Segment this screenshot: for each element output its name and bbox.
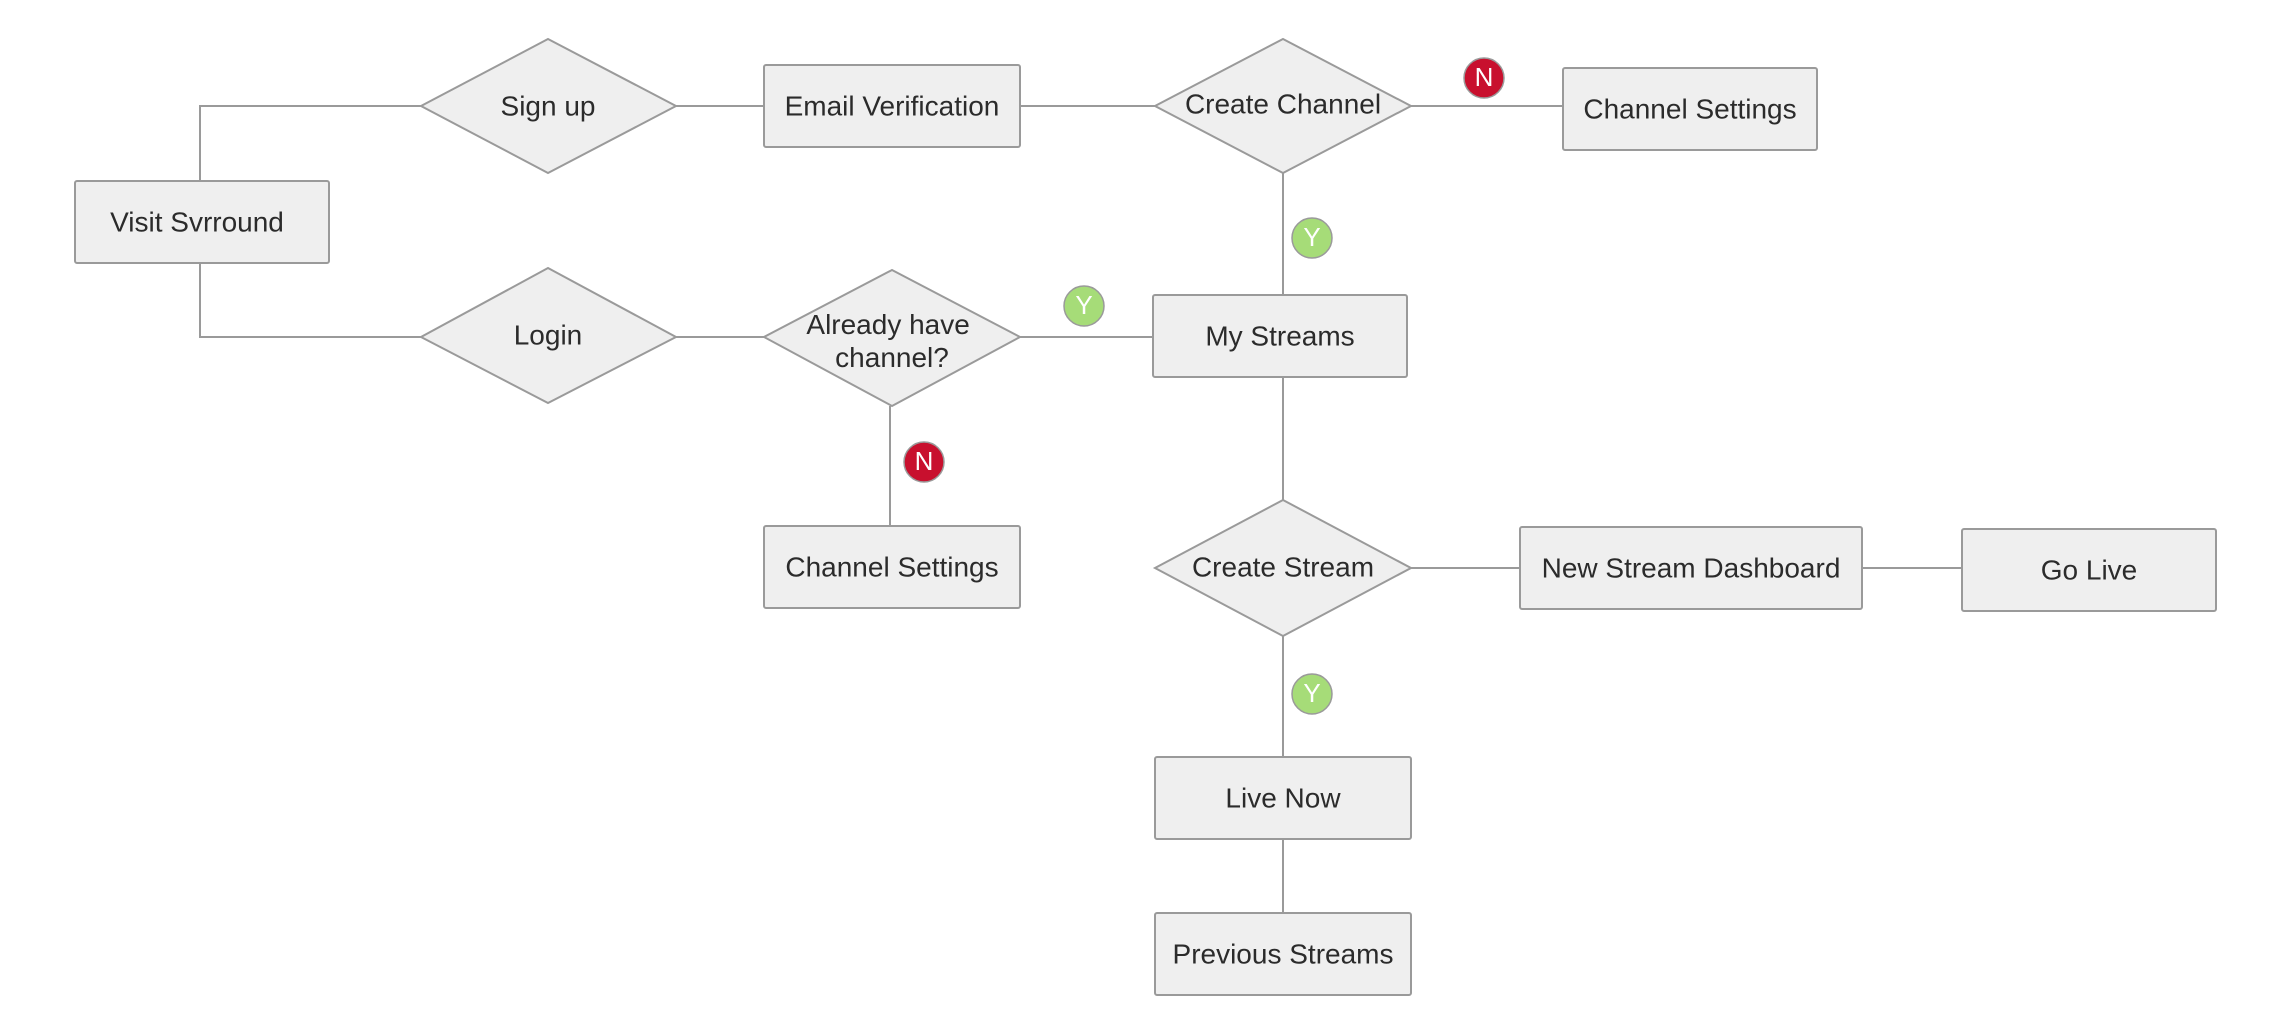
node-email-verification[interactable]: Email Verification bbox=[763, 64, 1021, 148]
node-already-have-channel-label: Already have channel? bbox=[806, 309, 977, 373]
badge-create-channel-no-label: N bbox=[1475, 62, 1494, 92]
node-login-label: Login bbox=[514, 319, 583, 350]
node-channel-settings-bottom-label: Channel Settings bbox=[785, 551, 998, 582]
node-create-channel[interactable]: Create Channel bbox=[1152, 37, 1414, 175]
node-sign-up-diamond bbox=[418, 37, 679, 175]
badge-already-have-no-circle bbox=[903, 441, 945, 483]
node-create-stream[interactable]: Create Stream bbox=[1152, 498, 1414, 638]
node-new-stream-dashboard[interactable]: New Stream Dashboard bbox=[1519, 526, 1863, 610]
node-previous-streams[interactable]: Previous Streams bbox=[1154, 912, 1412, 996]
node-already-have-channel-diamond bbox=[761, 268, 1023, 408]
node-email-verification-box bbox=[763, 64, 1021, 148]
node-sign-up[interactable]: Sign up bbox=[418, 37, 679, 175]
node-channel-settings-bottom-box bbox=[763, 525, 1021, 609]
badge-already-have-no-label: N bbox=[915, 446, 934, 476]
node-live-now-label: Live Now bbox=[1225, 782, 1341, 813]
node-create-channel-label: Create Channel bbox=[1185, 88, 1381, 119]
badge-create-channel-yes-circle bbox=[1291, 217, 1333, 259]
badge-create-channel-no-circle bbox=[1463, 57, 1505, 99]
badge-already-have-no: N bbox=[903, 441, 945, 483]
badge-create-stream-yes: Y bbox=[1291, 673, 1333, 715]
node-login-diamond bbox=[418, 266, 679, 405]
node-channel-settings-top[interactable]: Channel Settings bbox=[1562, 67, 1818, 151]
connector-visit-signup bbox=[199, 105, 421, 181]
node-channel-settings-top-box bbox=[1562, 67, 1818, 151]
node-go-live[interactable]: Go Live bbox=[1961, 528, 2217, 612]
node-visit-svrround[interactable]: Visit Svrround bbox=[74, 180, 330, 264]
node-visit-svrround-box bbox=[74, 180, 330, 264]
node-new-stream-dashboard-box bbox=[1519, 526, 1863, 610]
node-go-live-box bbox=[1961, 528, 2217, 612]
node-email-verification-label: Email Verification bbox=[785, 90, 1000, 121]
node-new-stream-dashboard-label: New Stream Dashboard bbox=[1542, 552, 1841, 583]
node-login[interactable]: Login bbox=[418, 266, 679, 405]
node-previous-streams-label: Previous Streams bbox=[1173, 938, 1394, 969]
badge-already-have-yes-circle bbox=[1063, 285, 1105, 327]
node-create-stream-label: Create Stream bbox=[1192, 551, 1374, 582]
node-go-live-label: Go Live bbox=[2041, 554, 2138, 585]
connector-visit-login bbox=[199, 263, 421, 338]
badge-create-channel-no: N bbox=[1463, 57, 1505, 99]
node-my-streams-box bbox=[1152, 294, 1408, 378]
node-channel-settings-bottom[interactable]: Channel Settings bbox=[763, 525, 1021, 609]
node-live-now[interactable]: Live Now bbox=[1154, 756, 1412, 840]
node-create-stream-diamond bbox=[1152, 498, 1414, 638]
badge-already-have-yes: Y bbox=[1063, 285, 1105, 327]
node-already-have-channel-line1: Already have bbox=[806, 309, 969, 340]
node-my-streams-label: My Streams bbox=[1205, 320, 1354, 351]
node-visit-svrround-label: Visit Svrround bbox=[110, 206, 284, 237]
badge-create-channel-yes-label: Y bbox=[1303, 222, 1320, 252]
node-create-channel-diamond bbox=[1152, 37, 1414, 175]
node-sign-up-label: Sign up bbox=[501, 90, 596, 121]
badge-create-stream-yes-circle bbox=[1291, 673, 1333, 715]
node-channel-settings-top-label: Channel Settings bbox=[1583, 93, 1796, 124]
badge-create-channel-yes: Y bbox=[1291, 217, 1333, 259]
node-already-have-channel-line2: channel? bbox=[835, 342, 949, 373]
badge-already-have-yes-label: Y bbox=[1075, 290, 1092, 320]
connectors bbox=[199, 105, 1962, 913]
badge-create-stream-yes-label: Y bbox=[1303, 678, 1320, 708]
node-my-streams[interactable]: My Streams bbox=[1152, 294, 1408, 378]
node-live-now-box bbox=[1154, 756, 1412, 840]
node-previous-streams-box bbox=[1154, 912, 1412, 996]
node-already-have-channel[interactable]: Already have channel? bbox=[761, 268, 1023, 408]
